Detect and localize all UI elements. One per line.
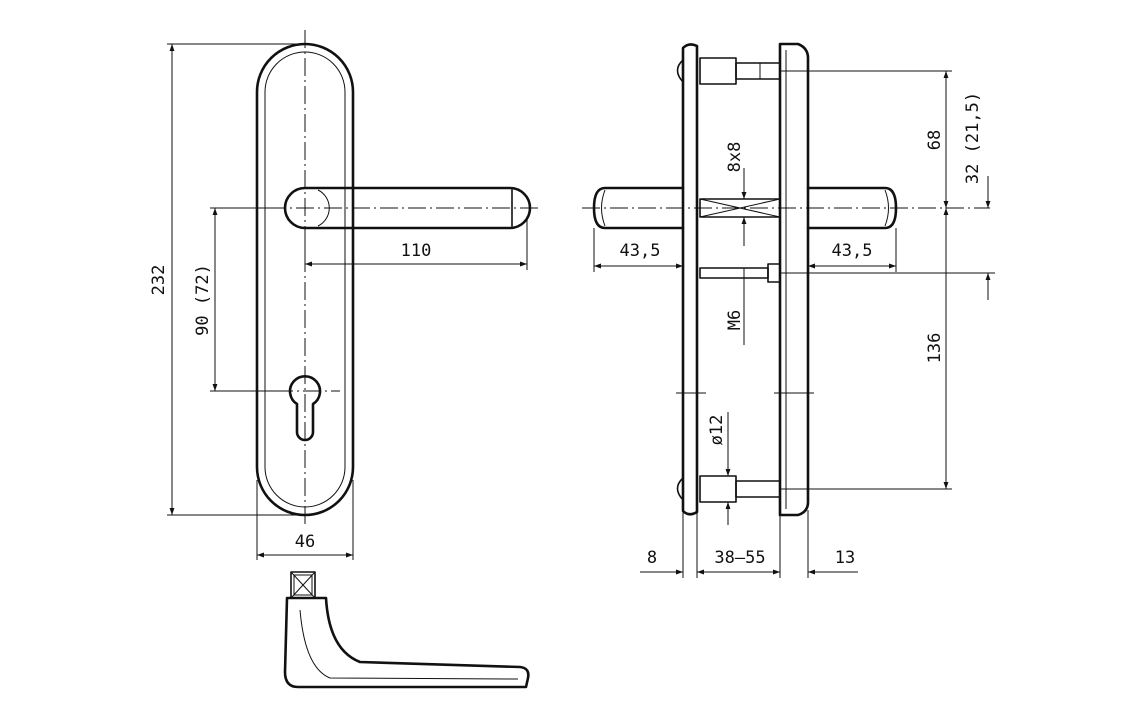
dim-lever-ext-left: 43,5 bbox=[620, 241, 661, 261]
front-view-dimensions: 232 90 (72) 110 46 bbox=[149, 43, 528, 560]
inner-plate bbox=[778, 42, 810, 517]
dim-backset: 90 (72) bbox=[193, 264, 213, 336]
lever-top-view bbox=[283, 571, 530, 689]
dim-door-thickness: 38–55 bbox=[714, 548, 765, 568]
dim-plate-thickness-inner: 13 bbox=[835, 548, 855, 568]
outer-plate bbox=[681, 43, 699, 516]
dim-upper-offset-alt: 32 (21,5) bbox=[963, 92, 983, 184]
dim-upper-offset: 68 bbox=[925, 130, 945, 150]
dim-screw-thread: M6 bbox=[725, 310, 745, 330]
lever-handle bbox=[283, 186, 532, 230]
cylinder-keyhole bbox=[288, 375, 322, 442]
dim-spindle-square: 8x8 bbox=[725, 142, 745, 173]
side-view bbox=[582, 42, 990, 517]
side-view-dimensions: 8x8 M6 ø12 43,5 43,5 68 32 (21,5) 136 bbox=[593, 70, 995, 578]
dim-lever-length: 110 bbox=[401, 241, 432, 261]
dim-lever-ext-right: 43,5 bbox=[832, 241, 873, 261]
dim-plate-thickness-outer: 8 bbox=[647, 548, 657, 568]
dim-plate-width: 46 bbox=[295, 532, 315, 552]
front-view bbox=[255, 30, 540, 528]
dim-overall-height: 232 bbox=[149, 265, 169, 296]
dim-sleeve-diameter: ø12 bbox=[707, 415, 727, 446]
dim-lower-offset: 136 bbox=[925, 333, 945, 364]
